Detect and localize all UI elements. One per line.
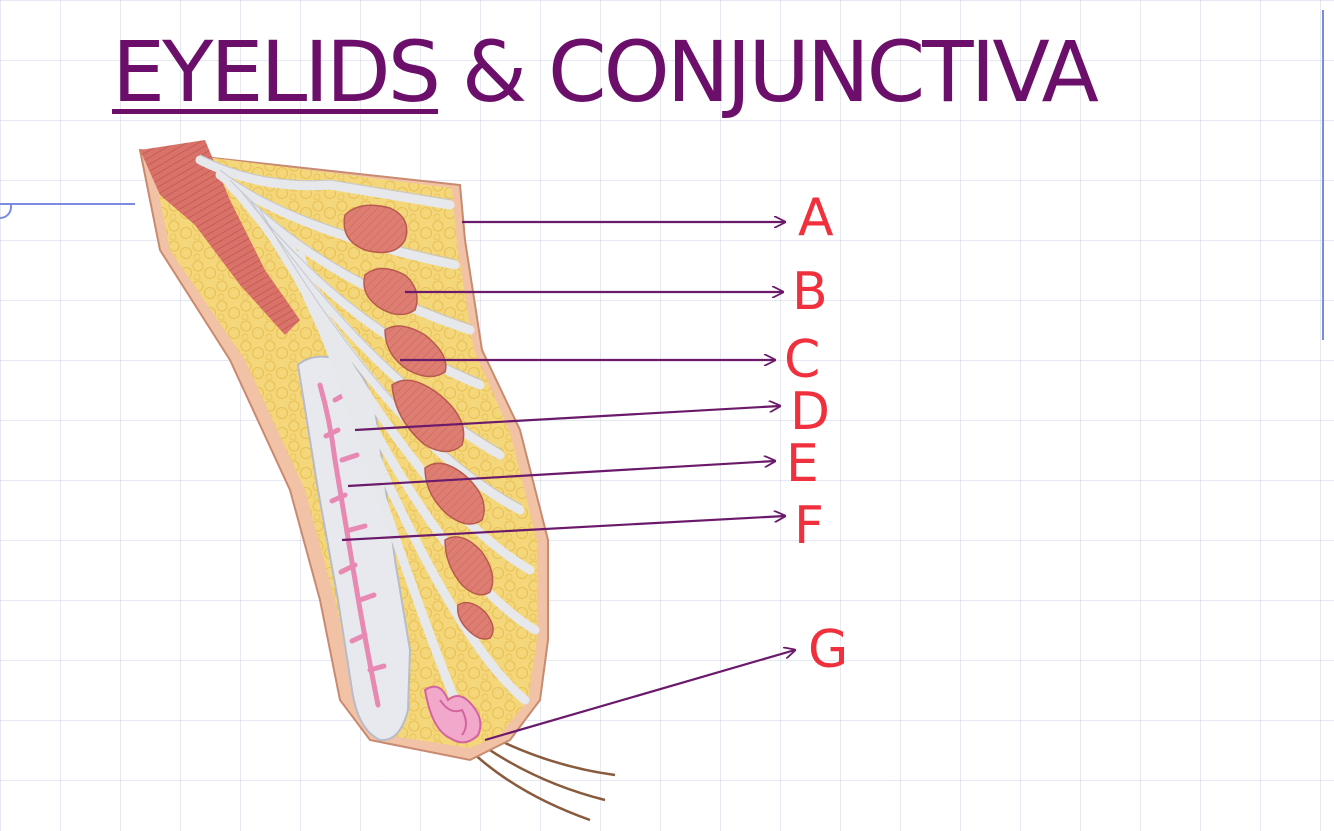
pointer-line-D: [354, 406, 780, 432]
aponeurosis-outline: [199, 154, 523, 506]
tarsal-gland: [317, 382, 387, 708]
levator-aponeurosis: [195, 155, 540, 740]
pointer-line-F: [341, 516, 785, 542]
label-A: A: [798, 188, 834, 248]
label-C: C: [784, 330, 821, 390]
slide-frame-right-line: [1322, 10, 1324, 340]
label-G: G: [808, 620, 849, 680]
pointer-line-E: [347, 461, 775, 488]
label-D: D: [790, 382, 831, 442]
slide-frame-left-line: [0, 203, 135, 205]
label-B: B: [792, 262, 828, 322]
pointer-line-G: [484, 650, 795, 742]
title-underlined-word: EYELIDS: [112, 23, 441, 121]
levator-muscle: [140, 140, 300, 335]
label-E: E: [786, 434, 819, 494]
label-F: F: [794, 496, 824, 556]
orbicularis-oculi-bundles: [343, 204, 494, 640]
title-rest: & CONJUNCTIVA: [438, 23, 1099, 121]
pointer-lines: [341, 222, 795, 742]
slide-title: EYELIDS & CONJUNCTIVA: [112, 30, 1099, 114]
lash-follicle-glands: [423, 685, 482, 744]
